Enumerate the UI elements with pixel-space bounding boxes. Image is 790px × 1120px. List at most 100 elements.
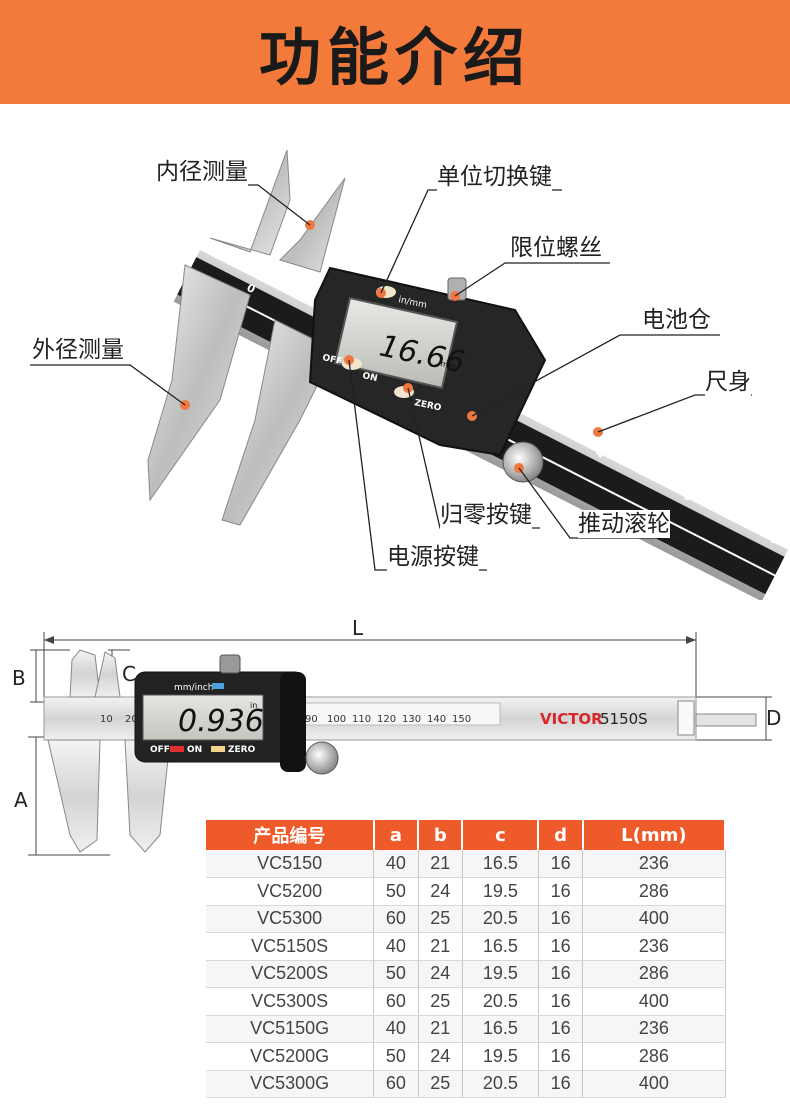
off-label-flat: OFF: [150, 745, 170, 755]
table-cell: 21: [418, 932, 463, 961]
inner-jaw-fixed: [209, 149, 291, 256]
table-cell: 236: [582, 850, 726, 878]
callout-ruler-body: 尺身: [705, 368, 751, 396]
on-label: ON: [361, 371, 378, 384]
outer-jaw-fixed: [147, 264, 251, 502]
table-cell: 20.5: [462, 987, 539, 1016]
table-cell: VC5300G: [206, 1070, 375, 1098]
callout-zero-key: 归零按键: [440, 501, 532, 529]
dim-label-C: C: [122, 662, 136, 686]
table-cell: 21: [418, 1015, 463, 1043]
svg-text:130: 130: [402, 714, 421, 725]
table-cell: 286: [582, 877, 726, 906]
callout-battery: 电池仓: [642, 306, 711, 334]
callout-unit-switch: 单位切换键: [437, 163, 552, 191]
header-c: c: [462, 820, 540, 850]
zero-label-flat: ZERO: [228, 745, 256, 755]
table-cell: 400: [582, 905, 726, 933]
table-cell: VC5300S: [206, 987, 375, 1016]
table-cell: 19.5: [462, 1042, 539, 1071]
table-cell: 40: [373, 932, 419, 961]
table-cell: 25: [418, 987, 463, 1016]
svg-text:110: 110: [352, 714, 371, 725]
table-cell: VC5300: [206, 905, 375, 933]
callout-roller: 推动滚轮: [578, 510, 670, 538]
table-cell: 21: [418, 850, 463, 878]
header-length: L(mm): [582, 820, 727, 850]
svg-text:90: 90: [305, 714, 318, 725]
table-cell: 236: [582, 1015, 726, 1043]
table-cell: 16.5: [462, 850, 539, 878]
banner: 功能介绍: [0, 0, 790, 104]
callout-power-key: 电源按键: [387, 543, 479, 571]
table-cell: 16: [538, 960, 584, 988]
table-cell: 400: [582, 987, 726, 1016]
header-a: a: [373, 820, 420, 850]
table-cell: VC5150S: [206, 932, 375, 961]
callout-limit-screw: 限位螺丝: [510, 234, 602, 262]
svg-text:10: 10: [100, 714, 113, 725]
page-title: 功能介绍: [258, 21, 531, 94]
beam-tick-label: 120: [660, 448, 687, 470]
lcd-unit-flat: in: [250, 701, 257, 710]
dimension-diagram: 10 20 90 100 110 120 130 140 150 VICTOR …: [28, 632, 772, 856]
table-cell: 16: [538, 932, 584, 961]
table-cell: 25: [418, 1070, 463, 1098]
table-cell: 19.5: [462, 960, 539, 988]
jaw-scale-label: 10: [286, 273, 306, 292]
table-cell: VC5200S: [206, 960, 375, 988]
table-cell: 16: [538, 877, 584, 906]
table-cell: 24: [418, 877, 463, 906]
table-cell: 24: [418, 960, 463, 988]
svg-text:20: 20: [125, 714, 138, 725]
lcd-reading-flat: 0.936: [178, 704, 264, 739]
table-cell: 236: [582, 932, 726, 961]
table-cell: 286: [582, 960, 726, 988]
table-cell: 286: [582, 1042, 726, 1071]
dim-label-D: D: [766, 706, 782, 730]
table-cell: 50: [373, 877, 419, 906]
svg-text:150: 150: [452, 714, 471, 725]
lcd-screen: [333, 296, 459, 390]
mode-label: mm/inch: [174, 683, 213, 693]
table-cell: VC5150: [206, 850, 375, 878]
table-cell: 16.5: [462, 932, 539, 961]
table-cell: 60: [373, 905, 419, 933]
table-cell: 16.5: [462, 1015, 539, 1043]
svg-text:100: 100: [327, 714, 346, 725]
table-cell: 50: [373, 960, 419, 988]
model-label: 5150S: [600, 710, 648, 728]
header-model: 产品编号: [206, 820, 375, 850]
svg-text:120: 120: [377, 714, 396, 725]
table-cell: 16: [538, 850, 584, 878]
table-cell: 16: [538, 1042, 584, 1071]
header-b: b: [418, 820, 464, 850]
flat-scale: 10 20 90 100 110 120 130 140 150: [100, 714, 471, 725]
table-cell: 20.5: [462, 905, 539, 933]
on-label-flat: ON: [187, 745, 202, 755]
table-cell: 16: [538, 905, 584, 933]
table-cell: 50: [373, 1042, 419, 1071]
svg-text:140: 140: [427, 714, 446, 725]
header-d: d: [538, 820, 584, 850]
table-cell: 24: [418, 1042, 463, 1071]
table-cell: VC5150G: [206, 1015, 375, 1043]
jaw-fixed-lower: [47, 739, 101, 853]
roller-wheel-flat: [305, 741, 339, 775]
table-cell: 16: [538, 1015, 584, 1043]
table-cell: 16: [538, 1070, 584, 1098]
table-cell: 20.5: [462, 1070, 539, 1098]
table-cell: 16: [538, 987, 584, 1016]
beam-tick-label: 140: [729, 483, 756, 505]
table-cell: 25: [418, 905, 463, 933]
table-cell: 40: [373, 850, 419, 878]
